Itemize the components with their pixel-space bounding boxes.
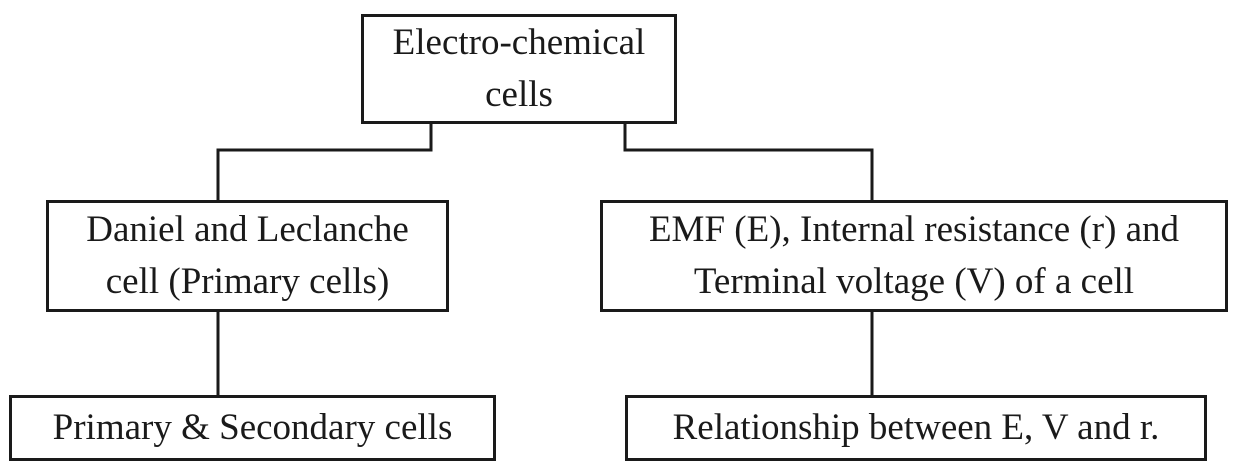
node-text-line: cell (Primary cells) bbox=[105, 261, 390, 302]
connector-root-right bbox=[623, 122, 874, 202]
node-text-line: Terminal voltage (V) of a cell bbox=[693, 261, 1135, 302]
node-electrochemical-cells: Electro-chemical cells bbox=[361, 14, 677, 124]
node-primary-secondary-cells: Primary & Secondary cells bbox=[9, 395, 496, 461]
node-emf-internal-resistance: EMF (E), Internal resistance (r) and Ter… bbox=[600, 200, 1228, 312]
node-text-line: Electro-chemical bbox=[392, 22, 646, 63]
connector-root-left bbox=[216, 122, 433, 202]
node-text-line: cells bbox=[485, 74, 553, 115]
node-text-line: Primary & Secondary cells bbox=[52, 407, 453, 448]
node-relationship-e-v-r: Relationship between E, V and r. bbox=[625, 395, 1207, 461]
node-text-line: Daniel and Leclanche bbox=[86, 209, 409, 250]
node-daniel-leclanche-cell: Daniel and Leclanche cell (Primary cells… bbox=[46, 200, 449, 312]
node-text-line: Relationship between E, V and r. bbox=[672, 407, 1160, 448]
node-text-line: EMF (E), Internal resistance (r) and bbox=[648, 209, 1180, 250]
